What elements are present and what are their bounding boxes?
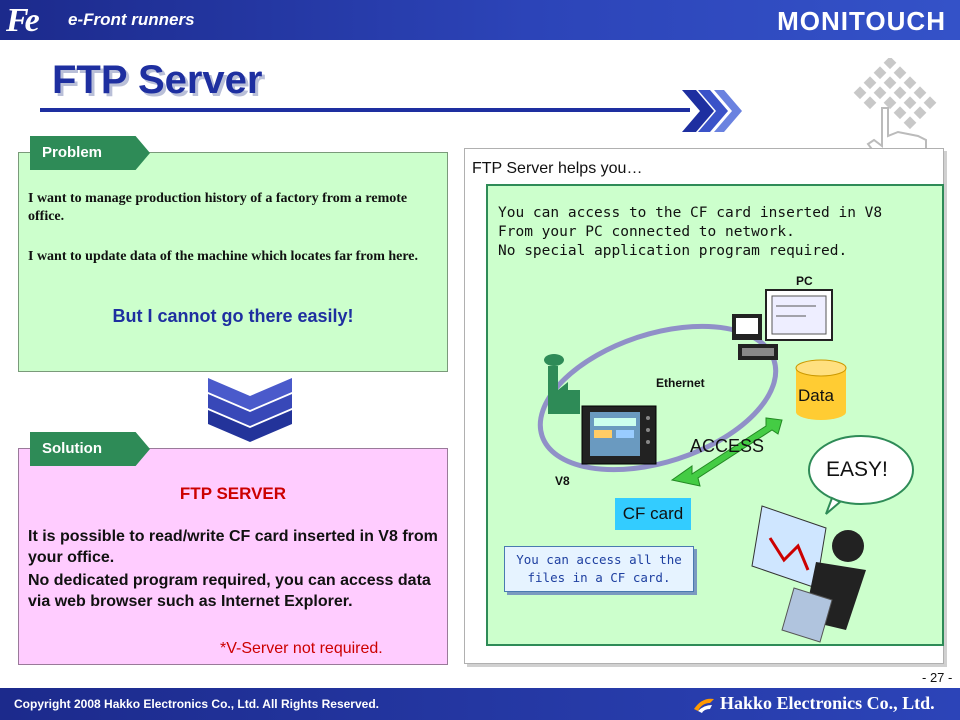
ethernet-label: Ethernet bbox=[656, 376, 705, 390]
brand-logo: Fe bbox=[6, 2, 40, 39]
footer-bar: Copyright 2008 Hakko Electronics Co., Lt… bbox=[0, 688, 960, 720]
forward-arrows-icon bbox=[682, 90, 742, 132]
title-underline bbox=[40, 108, 690, 112]
problem-statement-1: I want to manage production history of a… bbox=[28, 191, 408, 224]
solution-body-1: It is possible to read/write CF card ins… bbox=[28, 528, 438, 566]
ftp-description-line-2: From your PC connected to network. bbox=[498, 224, 795, 240]
data-cylinder-icon bbox=[795, 359, 847, 420]
solution-body-2: No dedicated program required, you can a… bbox=[28, 572, 431, 610]
solution-panel bbox=[18, 448, 448, 665]
copyright: Copyright 2008 Hakko Electronics Co., Lt… bbox=[14, 697, 379, 711]
problem-tab: Problem bbox=[30, 136, 150, 170]
ftp-description-line-3: No special application program required. bbox=[498, 243, 848, 259]
page-number: - 27 - bbox=[922, 670, 953, 685]
solution-tab: Solution bbox=[30, 432, 150, 466]
access-arrow-icon bbox=[670, 417, 783, 487]
chevrons-down-icon bbox=[208, 378, 292, 442]
right-panel-header: FTP Server helps you… bbox=[472, 160, 643, 177]
cf-card-label: CF card bbox=[615, 498, 691, 530]
easy-label: EASY! bbox=[826, 458, 888, 481]
company-name: Hakko Electronics Co., Ltd. bbox=[720, 693, 935, 713]
cf-callout: You can access all the files in a CF car… bbox=[504, 546, 694, 592]
pc-monitor-icon bbox=[765, 289, 833, 341]
product-name: MONITOUCH bbox=[777, 6, 946, 36]
factory-icon bbox=[544, 354, 580, 414]
presenter-chart-icon bbox=[751, 505, 866, 643]
speech-bubble-icon bbox=[808, 435, 914, 515]
decorative-pattern-icon bbox=[853, 58, 937, 161]
network-diagram bbox=[537, 289, 914, 643]
ftp-description: You can access to the CF card inserted i… bbox=[498, 204, 882, 261]
access-label: ACCESS bbox=[690, 436, 765, 456]
ethernet-loop-icon bbox=[537, 323, 779, 473]
problem-panel bbox=[18, 152, 448, 372]
header-bar: Fe e-Front runners MONITOUCH bbox=[0, 0, 960, 40]
hakko-logo-icon bbox=[694, 698, 714, 713]
data-label: Data bbox=[798, 386, 834, 405]
computer-icon bbox=[732, 314, 778, 360]
problem-highlight: But I cannot go there easily! bbox=[112, 306, 354, 326]
pc-label: PC bbox=[796, 274, 813, 288]
page-title: FTP Server bbox=[52, 58, 263, 102]
v8-panel-icon bbox=[581, 405, 657, 465]
solution-note: *V-Server not required. bbox=[220, 640, 383, 657]
v8-label: V8 bbox=[555, 474, 570, 488]
ftp-description-line-1: You can access to the CF card inserted i… bbox=[498, 205, 883, 221]
solution-heading: FTP SERVER bbox=[179, 484, 287, 503]
brand-tagline: e-Front runners bbox=[68, 10, 195, 29]
problem-statement-2: I want to update data of the machine whi… bbox=[28, 249, 419, 264]
